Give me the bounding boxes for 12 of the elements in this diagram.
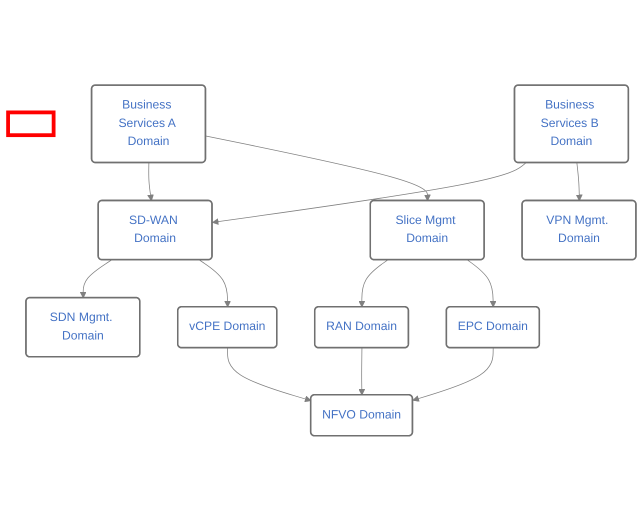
node-box <box>6 110 56 137</box>
arrow <box>205 135 431 201</box>
arrow <box>576 162 583 201</box>
arrow <box>212 162 526 225</box>
arrow <box>199 259 231 307</box>
arrow <box>358 259 388 307</box>
arrow <box>412 347 494 402</box>
arrow <box>467 259 496 307</box>
arrow <box>147 162 154 201</box>
arrow <box>80 259 112 298</box>
arrow <box>227 347 312 402</box>
arrow <box>358 347 366 396</box>
